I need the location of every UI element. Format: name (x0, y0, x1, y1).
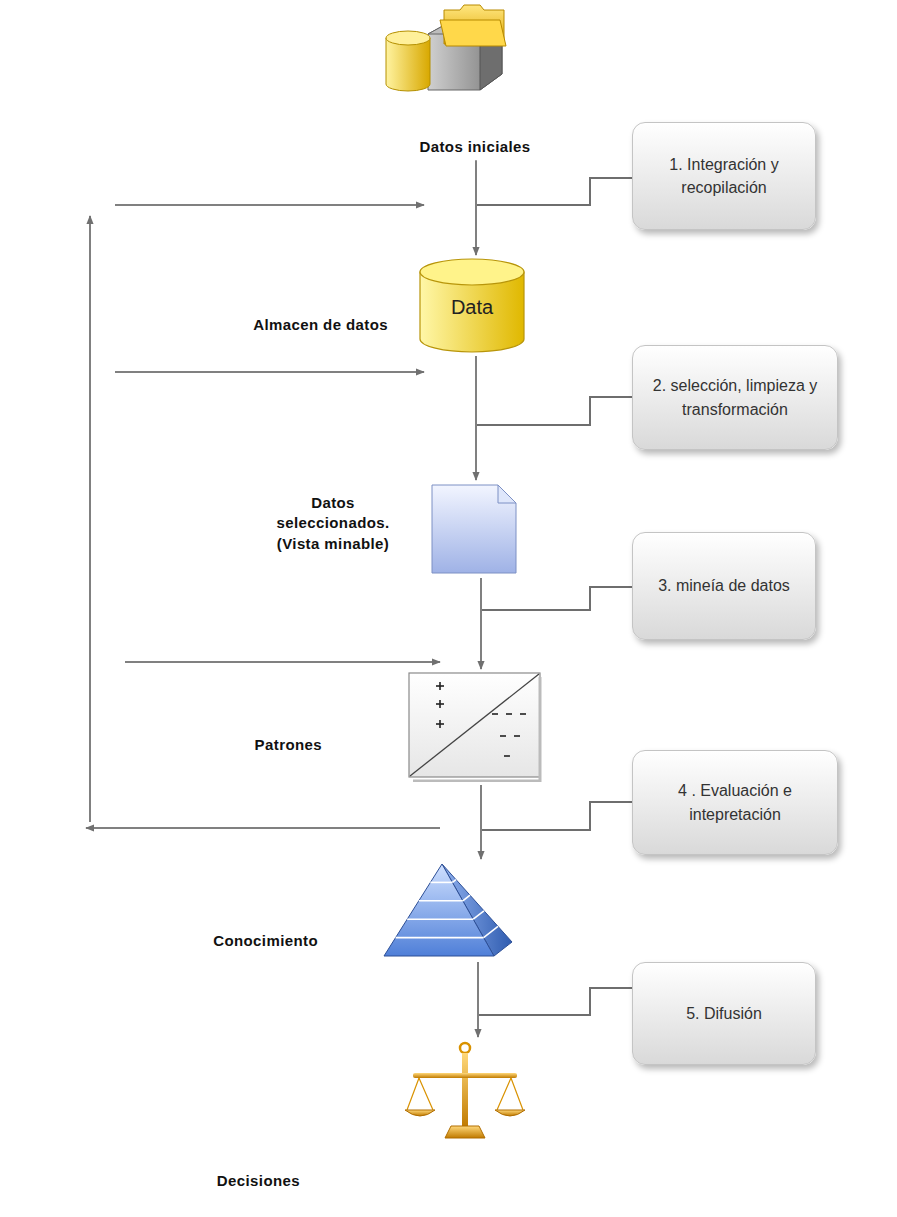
stage-label: Datos seleccionados. (Vista minable) (269, 493, 397, 554)
stage-label: Decisiones (217, 1171, 300, 1191)
flow-arrow (480, 578, 482, 669)
stage-label: Conocimiento (213, 931, 318, 951)
feedback-arrow (125, 661, 440, 663)
flow-arrow (480, 785, 482, 859)
flow-arrow (475, 160, 477, 255)
decision-scale-graphic (405, 1040, 525, 1140)
feedback-arrow (86, 827, 440, 829)
leader-line (476, 397, 632, 425)
stage-label: Patrones (255, 735, 322, 755)
feedback-arrow (115, 204, 424, 206)
flow-arrow (477, 962, 479, 1037)
step-box: 2. selección, limpieza y transformación (632, 345, 838, 450)
step-box: 1. Integración y recopilación (632, 122, 816, 230)
stage-label: Datos iniciales (380, 137, 570, 157)
flow-arrow (475, 356, 477, 480)
document-icon-graphic (430, 483, 520, 575)
stage-label: Almacen de datos (253, 315, 388, 335)
patterns-chart: Patrones (408, 672, 545, 782)
step-label: 1. Integración y recopilación (649, 153, 799, 199)
step-label: 3. mineía de datos (658, 574, 790, 597)
step-label: 2. selección, limpieza y transformación (649, 374, 821, 420)
leader-line (481, 587, 632, 610)
knowledge-pyramid-graphic (382, 862, 514, 959)
feedback-arrow (89, 216, 91, 822)
step-box: 3. mineía de datos (632, 532, 816, 640)
document-icon: Datos seleccionados. (Vista minable) (430, 483, 520, 575)
feedback-arrow (115, 371, 424, 373)
data-warehouse-cylinder: Almacen de datosData (418, 258, 526, 353)
decision-scale: Decisiones (405, 1040, 525, 1140)
step-label: 5. Difusión (686, 1002, 762, 1025)
leader-line (478, 988, 632, 1015)
data-source-icon-graphic (380, 2, 570, 97)
leader-line (476, 178, 632, 205)
leader-line (481, 802, 632, 830)
step-label: 4 . Evaluación e intepretación (649, 779, 821, 825)
patterns-chart-graphic (408, 672, 545, 782)
step-box: 5. Difusión (632, 962, 816, 1065)
data-source-icon: Datos iniciales (380, 2, 570, 157)
step-box: 4 . Evaluación e intepretación (632, 750, 838, 855)
icon-label: Data (418, 296, 526, 319)
knowledge-pyramid: Conocimiento (382, 862, 514, 959)
